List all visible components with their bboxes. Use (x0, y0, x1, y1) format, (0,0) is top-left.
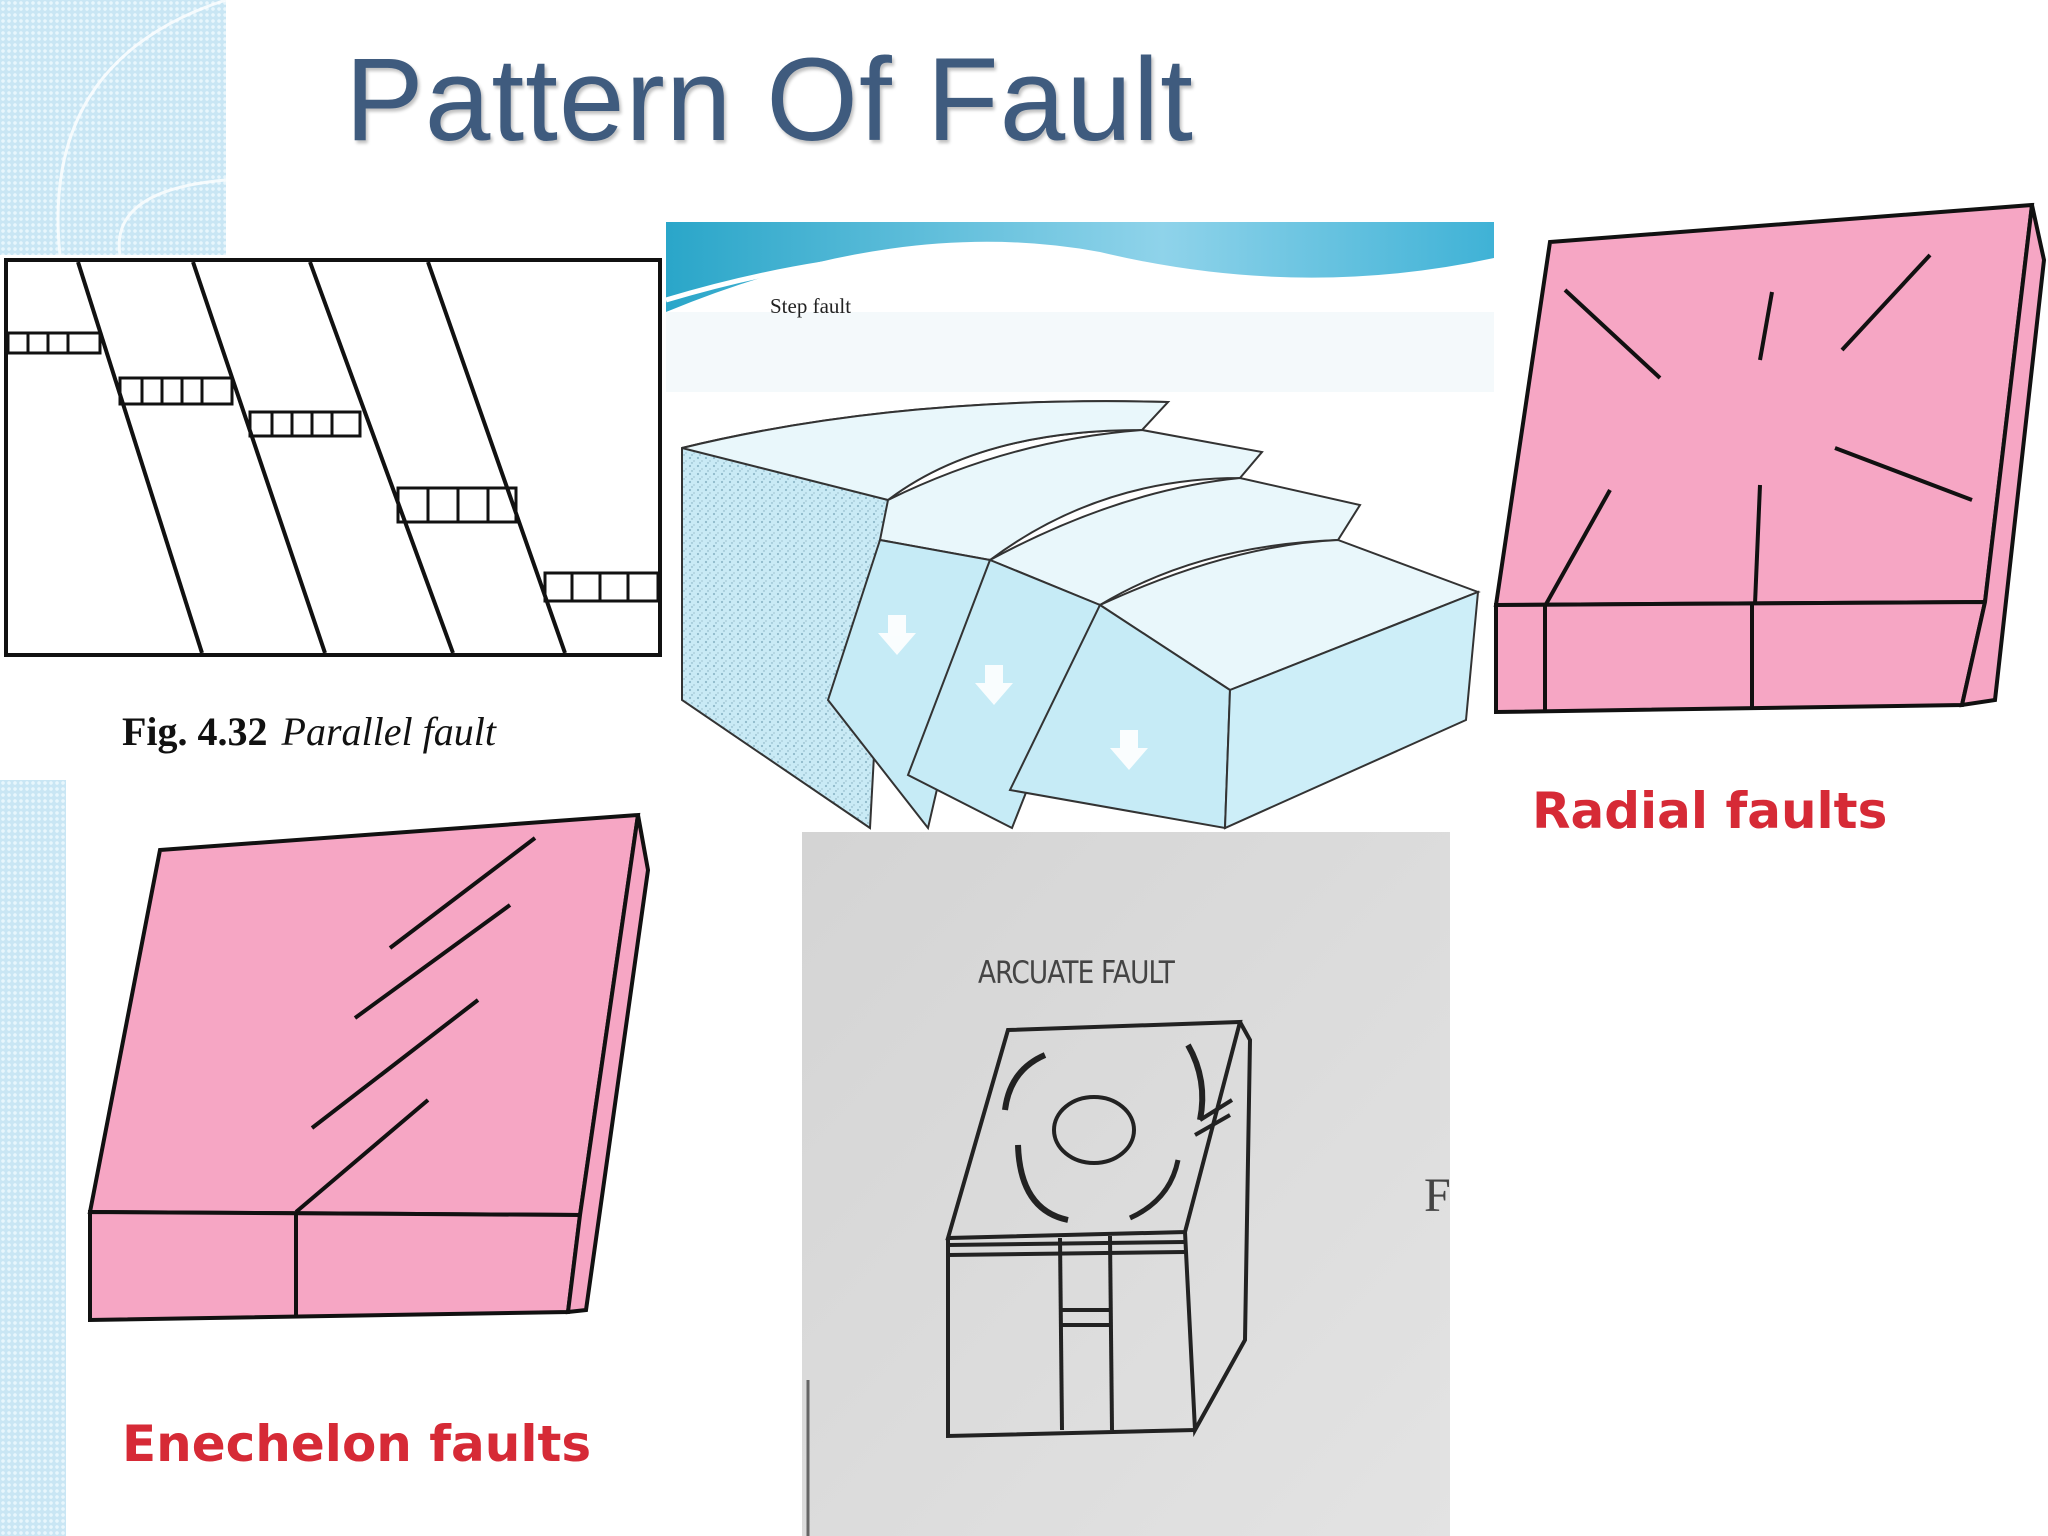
parallel-fault-diagram (4, 258, 662, 657)
theme-decoration-left-strip (0, 780, 66, 1536)
parallel-fault-caption-text: Parallel fault (281, 709, 496, 754)
step-fault-diagram (665, 222, 1495, 831)
enechelon-faults-label: Enechelon faults (122, 1415, 592, 1473)
parallel-fault-fig-number: Fig. 4.32 (122, 709, 268, 754)
theme-arcs (56, 0, 227, 256)
theme-decoration-top-left (0, 0, 226, 255)
step-fault-label: Step fault (770, 294, 852, 318)
parallel-fault-caption: Fig. 4.32 Parallel fault (122, 708, 496, 755)
radial-faults-label: Radial faults (1532, 782, 1888, 840)
radial-faults-diagram (1493, 202, 2047, 715)
enechelon-faults-diagram (87, 812, 651, 1323)
arcuate-fault-label: ARCUATE FAULT (978, 955, 1175, 991)
slide-title: Pattern Of Fault (345, 34, 1194, 166)
arcuate-fault-side-mark: F (1424, 1169, 1451, 1222)
arcuate-fault-photo (802, 832, 1450, 1536)
